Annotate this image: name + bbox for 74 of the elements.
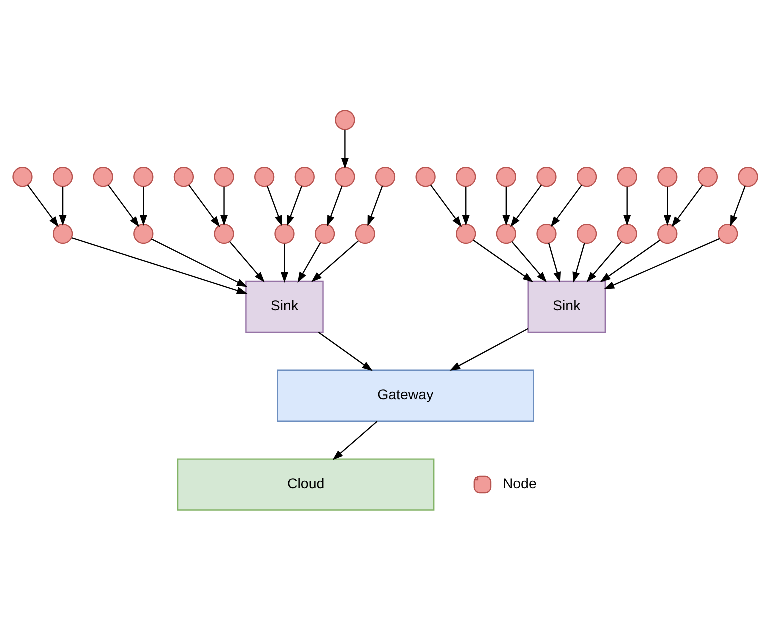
- node-circle: [314, 224, 336, 244]
- arrow: [298, 242, 322, 283]
- node-circle: [174, 167, 194, 188]
- arrow: [72, 238, 248, 294]
- node-circle: [254, 167, 275, 188]
- arrow: [600, 240, 661, 282]
- legend-label: Node: [502, 476, 537, 492]
- node-circle: [214, 167, 234, 188]
- arrow: [108, 185, 140, 228]
- arrow: [311, 240, 359, 282]
- node-circle: [52, 167, 74, 188]
- arrow: [604, 238, 720, 290]
- arrow: [624, 186, 632, 226]
- node-circle: [658, 224, 678, 244]
- node-box: Cloud: [177, 458, 435, 511]
- arrow: [341, 130, 349, 170]
- arrow: [28, 185, 59, 228]
- node-circle: [576, 167, 598, 188]
- node-circle: [698, 167, 718, 188]
- node-box: Sink: [528, 280, 606, 334]
- node-circle: [416, 167, 436, 188]
- node-circle: [335, 110, 356, 130]
- arrow: [512, 241, 548, 283]
- arrow: [151, 238, 248, 288]
- node-circle: [718, 224, 738, 244]
- node-circle: [214, 224, 234, 244]
- node-circle: [134, 224, 154, 244]
- node-circle: [274, 224, 295, 244]
- arrow: [220, 186, 228, 226]
- node-circle: [738, 167, 758, 188]
- node-circle: [617, 167, 638, 188]
- arrow: [510, 185, 542, 228]
- node-circle: [375, 167, 396, 188]
- arrow: [586, 241, 622, 283]
- arrow: [664, 186, 672, 226]
- arrow: [473, 240, 534, 282]
- arrow: [502, 186, 510, 226]
- arrow: [332, 421, 378, 460]
- node-circle: [294, 167, 315, 188]
- node-circle: [536, 224, 557, 244]
- node-circle: [617, 224, 638, 244]
- node-circle: [576, 224, 598, 244]
- arrow: [450, 328, 529, 371]
- arrow: [188, 185, 220, 228]
- arrow: [140, 186, 148, 226]
- arrow: [368, 186, 384, 226]
- arrow: [318, 332, 373, 372]
- node-box: Gateway: [277, 370, 534, 422]
- node-box: Sink: [246, 280, 324, 334]
- arrow: [280, 244, 288, 284]
- arrow: [462, 186, 470, 226]
- node-circle: [456, 167, 476, 188]
- node-circle: [52, 224, 74, 244]
- arrow: [550, 185, 582, 228]
- node-circle: [456, 224, 476, 244]
- node-circle: [93, 167, 114, 188]
- arrow: [548, 243, 562, 283]
- arrow: [730, 186, 746, 226]
- arrow: [229, 241, 265, 283]
- arrow: [287, 186, 302, 226]
- node-circle: [335, 167, 356, 188]
- node-circle: [658, 167, 678, 188]
- node-circle: [355, 224, 376, 244]
- node-circle: [496, 167, 516, 188]
- arrow: [672, 185, 704, 228]
- arrow: [572, 243, 586, 283]
- arrow: [327, 186, 343, 226]
- node-circle: [12, 167, 33, 188]
- arrow: [267, 186, 282, 226]
- node-circle: [134, 167, 154, 188]
- arrow: [430, 185, 462, 228]
- node-circle: [496, 224, 516, 244]
- node-circle: [536, 167, 557, 188]
- arrow: [59, 186, 67, 226]
